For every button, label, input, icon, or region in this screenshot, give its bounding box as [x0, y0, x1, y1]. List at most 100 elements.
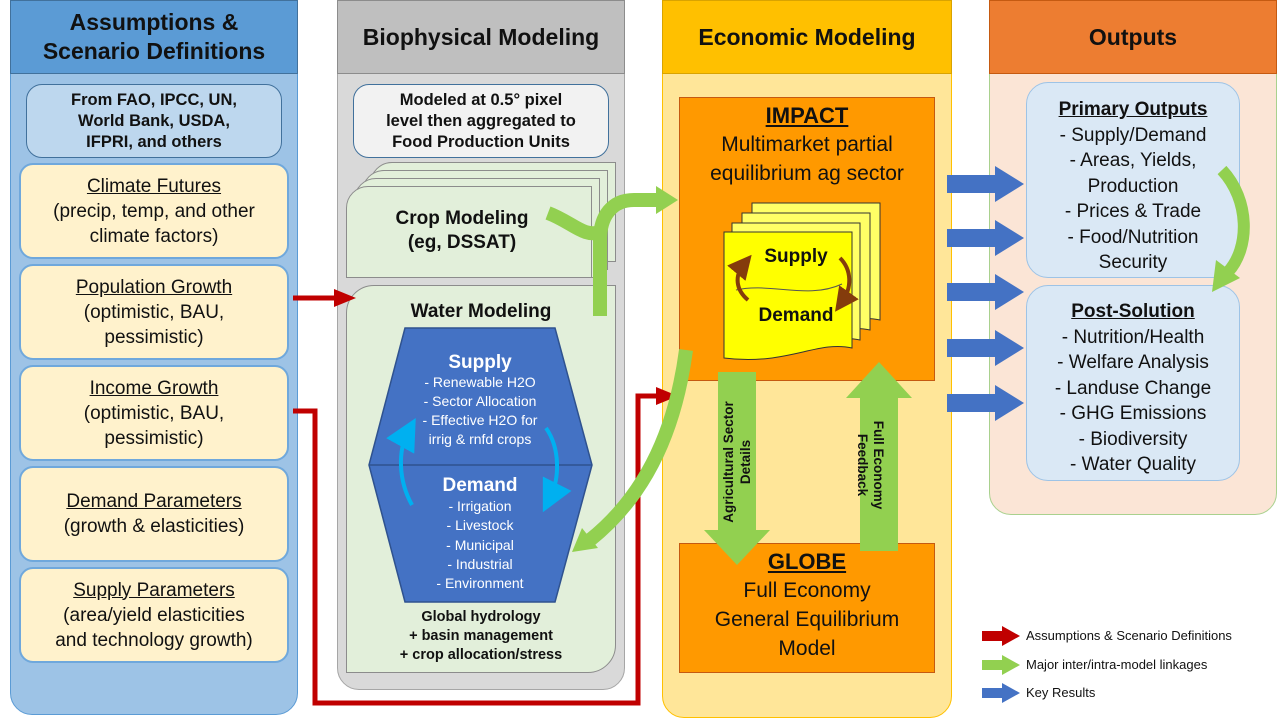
globe-line-3: Model [778, 637, 836, 660]
cycle-arrow-down-icon [542, 426, 572, 513]
post-solution-text: Post-Solution - Nutrition/Health - Welfa… [1026, 299, 1240, 478]
data-sources-note: From FAO, IPCC, UN, World Bank, USDA, IF… [26, 84, 282, 158]
impact-cycle-left-icon [727, 254, 752, 302]
legend-label: Key Results [1026, 685, 1096, 700]
card-line: (optimistic, BAU, [83, 402, 225, 424]
output-item: - Prices & Trade [1064, 201, 1202, 222]
card-line: (precip, temp, and other [53, 200, 255, 222]
assumptions-title-1: Assumptions & [69, 9, 239, 35]
note-line-1: Modeled at 0.5° pixel [399, 90, 563, 109]
result-arrow-4 [947, 330, 1024, 366]
primary-to-post-arrow [1212, 165, 1250, 292]
impact-demand-label: Demand [759, 305, 834, 326]
supply-item: - Renewable H2O [424, 374, 535, 390]
hydrology-line-1: Global hydrology [421, 609, 541, 625]
legend-item-linkages: Major inter/intra-model linkages [1026, 657, 1207, 672]
post-solution-title: Post-Solution [1071, 301, 1195, 322]
globe-line-2: General Equilibrium [714, 608, 900, 631]
document-front [723, 231, 853, 360]
demand-item: - Irrigation [448, 498, 511, 514]
legend-green-arrow-icon [982, 655, 1020, 675]
card-line: climate factors) [89, 225, 219, 247]
post-solution-box [1026, 285, 1240, 481]
full-economy-up-arrow [846, 362, 912, 551]
climate-futures-card: Climate Futures (precip, temp, and other… [19, 163, 289, 259]
card-line: pessimistic) [104, 326, 204, 348]
income-growth-arrow [293, 387, 678, 706]
card-title: Demand Parameters [66, 491, 242, 512]
primary-outputs-box [1026, 82, 1240, 278]
demand-parameters-card: Demand Parameters (growth & elasticities… [19, 466, 289, 562]
document-fold-line [735, 283, 843, 292]
output-item: Security [1098, 252, 1168, 273]
legend-item-results: Key Results [1026, 685, 1095, 700]
biophysical-header: Biophysical Modeling [337, 0, 625, 74]
output-item: - GHG Emissions [1059, 403, 1207, 424]
legend-item-assumptions: Assumptions & Scenario Definitions [1026, 628, 1232, 643]
output-item: Production [1087, 175, 1179, 197]
output-item: - Supply/Demand [1059, 124, 1207, 146]
water-modeling-title: Water Modeling [410, 301, 552, 322]
income-growth-card: Income Growth (optimistic, BAU, pessimis… [19, 365, 289, 461]
hydrology-line-3: + crop allocation/stress [399, 647, 563, 663]
supply-item: - Effective H2O for [423, 412, 538, 428]
legend-blue-arrow-icon [982, 683, 1020, 703]
card-line: (growth & elasticities) [63, 516, 245, 537]
demand-item: - Livestock [447, 517, 515, 533]
output-item: - Water Quality [1070, 454, 1196, 475]
output-item: - Food/Nutrition [1067, 226, 1199, 248]
population-growth-arrow [293, 289, 356, 307]
impact-title: IMPACT [765, 103, 849, 128]
agricultural-sector-down-arrow [704, 372, 770, 565]
legend-label: Assumptions & Scenario Definitions [1026, 628, 1232, 643]
population-growth-card: Population Growth (optimistic, BAU, pess… [19, 264, 289, 360]
full-economy-label-1: Full Economy [871, 421, 886, 510]
source-line-3: IFPRI, and others [86, 132, 222, 151]
source-line-2: World Bank, USDA, [78, 111, 230, 130]
impact-line-2: equilibrium ag sector [710, 162, 904, 185]
impact-to-water-arrow [572, 349, 693, 552]
result-arrow-3 [947, 274, 1024, 310]
card-title: Climate Futures [86, 175, 222, 197]
result-arrow-5 [947, 385, 1024, 421]
globe-title: GLOBE [767, 549, 847, 574]
full-economy-label-2: Feedback [855, 434, 870, 497]
crop-modeling-card [346, 186, 592, 278]
output-item: - Welfare Analysis [1057, 352, 1209, 373]
agricultural-sector-label-1: Agricultural Sector [721, 400, 736, 522]
water-supply-title: Supply [448, 352, 512, 373]
cycle-arrow-up-icon [386, 418, 416, 506]
demand-item: - Environment [436, 575, 523, 591]
legend-red-arrow-icon [982, 626, 1020, 646]
result-arrow-2 [947, 220, 1024, 256]
economic-header: Economic Modeling [662, 0, 952, 74]
primary-outputs-title: Primary Outputs [1058, 99, 1208, 120]
supply-parameters-card: Supply Parameters (area/yield elasticiti… [19, 567, 289, 663]
impact-line-1: Multimarket partial [721, 133, 893, 156]
card-title: Population Growth [75, 276, 233, 298]
assumptions-header: Assumptions & Scenario Definitions [10, 0, 298, 74]
resolution-note: Modeled at 0.5° pixel level then aggrega… [353, 84, 609, 158]
impact-supply-label: Supply [764, 246, 828, 267]
card-line: (optimistic, BAU, [83, 301, 225, 323]
demand-item: - Municipal [446, 537, 514, 553]
output-item: - Areas, Yields, [1069, 150, 1197, 171]
card-line: and technology growth) [55, 629, 253, 651]
outputs-header: Outputs [989, 0, 1277, 74]
supply-item: irrig & rnfd crops [429, 431, 532, 447]
demand-item: - Industrial [447, 556, 512, 572]
crop-to-impact-arrow [545, 186, 678, 316]
supply-item: - Sector Allocation [424, 393, 537, 409]
source-line-1: From FAO, IPCC, UN, [71, 90, 237, 109]
water-demand-title: Demand [443, 475, 518, 496]
agricultural-sector-label-2: Details [738, 440, 753, 484]
crop-modeling-sub: (eg, DSSAT) [407, 232, 517, 253]
globe-line-1: Full Economy [743, 579, 871, 602]
assumptions-title-2: Scenario Definitions [42, 38, 266, 64]
card-title: Supply Parameters [73, 579, 235, 601]
primary-outputs-text: Primary Outputs - Supply/Demand - Areas,… [1026, 97, 1240, 276]
output-item: - Nutrition/Health [1061, 326, 1205, 348]
card-line: (area/yield elasticities [63, 604, 245, 626]
impact-cycle-right-icon [835, 256, 859, 312]
